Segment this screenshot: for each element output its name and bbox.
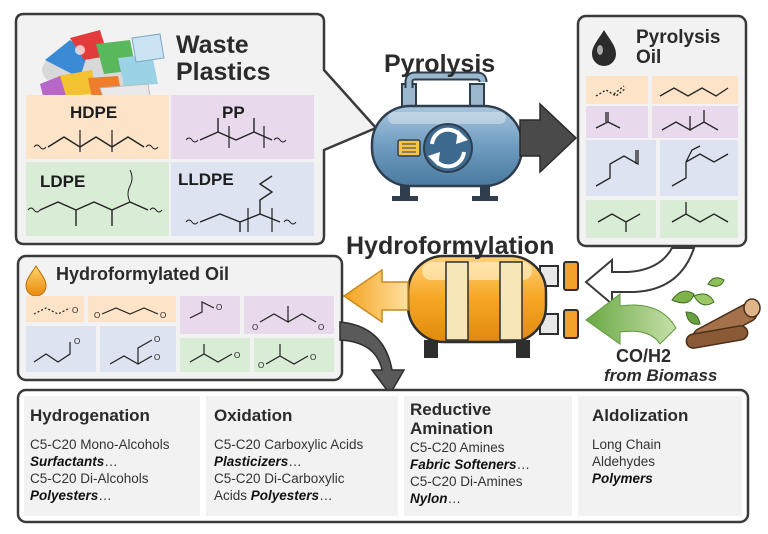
polymer-cell-lldpe (171, 162, 314, 236)
hydroformylation-reactor (406, 254, 579, 358)
biomass-icon (671, 277, 761, 349)
oil-cell-5 (586, 140, 656, 196)
svg-text:O: O (94, 311, 100, 320)
application-line: C5-C20 Carboxylic Acids (214, 437, 364, 452)
svg-text:O: O (154, 353, 160, 362)
application-line: C5-C20 Di-Amines (410, 474, 523, 489)
polymer-cell-hdpe (26, 95, 169, 159)
waste-title-line1: Waste (176, 31, 249, 59)
pyrolysis-oil-title-line1: Pyrolysis (636, 27, 721, 48)
syngas-line2: from Biomass (604, 366, 718, 385)
svg-text:O: O (234, 351, 240, 360)
hydroformylation-output-arrow (342, 268, 409, 324)
oil-cell-3 (586, 106, 648, 138)
ho-cell-5 (26, 326, 96, 372)
oil-cell-8 (660, 200, 738, 238)
oil-drop-highlight (597, 45, 603, 55)
ho-cell-2 (88, 296, 176, 322)
application-line: C5-C20 Amines (410, 440, 505, 455)
svg-text:O: O (72, 306, 78, 315)
application-line: Surfactants… (30, 454, 118, 469)
application-title: Aldolization (592, 406, 689, 425)
pyrolysis-label: Pyrolysis (384, 50, 496, 78)
pyrolysis-reactor (370, 71, 524, 201)
application-line: Plasticizers… (214, 454, 302, 469)
application-line: C5-C20 Di-Carboxylic (214, 471, 345, 486)
application-aldolization: Aldolization Long Chain Aldehydes Polyme… (592, 398, 742, 487)
oil-cell-1 (586, 76, 648, 104)
pyrolysis-oil-title: Pyrolysis Oil (636, 28, 721, 68)
plastic-waste-icon (40, 30, 165, 101)
svg-text:O: O (310, 353, 316, 362)
application-title: Hydrogenation (30, 406, 150, 425)
waste-title-line2: Plastics (176, 58, 271, 86)
application-title: Oxidation (214, 406, 293, 425)
svg-text:O: O (252, 323, 258, 332)
application-reductive-amination: Reductive Amination C5-C20 Amines Fabric… (410, 398, 570, 507)
syngas-line1: CO/H2 (616, 346, 672, 366)
hydroformylation-label: Hydroformylation (346, 232, 555, 260)
ho-cell-7 (180, 338, 250, 372)
svg-text:O: O (258, 361, 264, 370)
polymer-label-hdpe: HDPE (70, 103, 118, 122)
application-line: Nylon… (410, 491, 462, 506)
application-hydrogenation: Hydrogenation C5-C20 Mono-Alcohols Surfa… (30, 398, 200, 504)
application-line: Fabric Softeners… (410, 457, 531, 472)
oil-to-hydroformylation-arrow (584, 247, 696, 307)
polymer-cell-pp (171, 95, 314, 159)
oil-cell-4 (652, 106, 738, 138)
application-line: Polymers (592, 471, 653, 486)
svg-text:O: O (216, 303, 222, 312)
waste-plastics-title: Waste Plastics (176, 32, 271, 86)
application-line: Acids Polyesters… (214, 488, 333, 503)
application-title: Reductive (410, 400, 492, 419)
ho-cell-3 (180, 296, 240, 334)
polymer-label-pp: PP (222, 103, 245, 122)
application-line: Long Chain (592, 437, 662, 452)
ho-cell-8 (254, 338, 334, 372)
syngas-green-arrow (585, 292, 677, 345)
hydroformylated-oil-title: Hydroformylated Oil (56, 264, 230, 284)
ho-cell-1 (26, 296, 84, 322)
svg-text:O: O (74, 337, 80, 346)
oil-molecules (595, 85, 729, 232)
polymer-label-lldpe: LLDPE (178, 170, 234, 189)
aldehyde-molecules: O O O O O O O O O O O O (33, 301, 324, 370)
application-line: Aldehydes (592, 454, 656, 469)
pyrolysis-output-arrow (519, 102, 578, 174)
polymer-label-ldpe: LDPE (40, 172, 86, 191)
svg-text:O: O (160, 311, 166, 320)
application-oxidation: Oxidation C5-C20 Carboxylic Acids Plasti… (214, 398, 398, 504)
application-title-line2: Amination (410, 419, 494, 438)
syngas-label: CO/H2 from Biomass (604, 346, 717, 386)
ho-cell-4 (244, 296, 334, 334)
svg-text:O: O (154, 335, 160, 344)
oil-to-applications-arrow (339, 321, 406, 396)
oil-cell-2 (652, 76, 738, 104)
pyrolysis-oil-title-line2: Oil (636, 47, 662, 68)
svg-text:O: O (318, 323, 324, 332)
applications-panel (16, 388, 750, 524)
application-line: C5-C20 Di-Alcohols (30, 471, 149, 486)
application-line: Polyesters… (30, 488, 112, 503)
oil-drop-icon-dark (592, 30, 616, 66)
application-line: C5-C20 Mono-Alcohols (30, 437, 170, 452)
oil-cell-6 (660, 140, 738, 196)
polymer-cell-ldpe (26, 162, 169, 236)
